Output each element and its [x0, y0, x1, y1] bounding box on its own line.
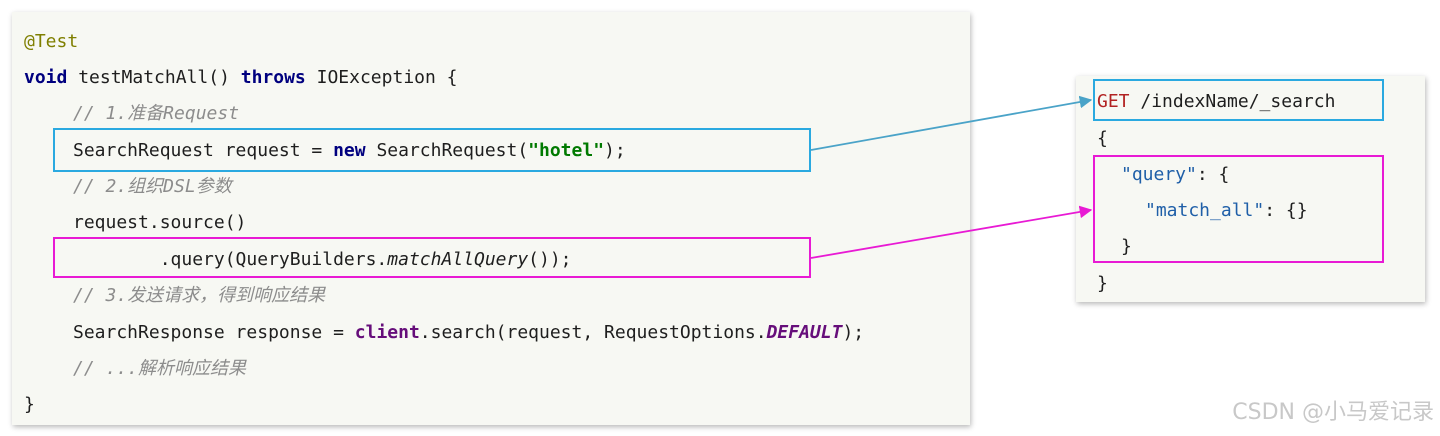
search-call: .search(request, RequestOptions. [419, 322, 767, 343]
get-request-highlight [1093, 79, 1384, 121]
statement-end: ); [842, 322, 865, 343]
search-request-ctor: SearchRequest( [365, 140, 529, 161]
search-request-highlight [53, 128, 811, 172]
request-path: /indexName/_search [1129, 91, 1336, 112]
csdn-watermark: CSDN @小马爱记录 [1232, 400, 1434, 425]
json-inner-close: } [1121, 236, 1132, 257]
throws-keyword: throws [240, 67, 306, 88]
query-open: : { [1196, 164, 1230, 185]
match-all-key: "match_all" [1145, 200, 1265, 221]
comment-prepare-request: // 1.准备Request [73, 103, 240, 124]
closing-brace: } [24, 394, 35, 415]
method-name: testMatchAll() [67, 67, 241, 88]
json-open-brace: { [1097, 128, 1108, 149]
comment-parse-response: // ...解析响应结果 [73, 358, 247, 379]
dsl-request-line: GET /indexName/_search [1097, 90, 1335, 114]
query-key: "query" [1121, 164, 1197, 185]
request-to-get-arrow [810, 95, 1093, 151]
search-response-line: SearchResponse response = client.search(… [73, 321, 864, 345]
comment-send-request: // 3.发送请求，得到响应结果 [73, 285, 326, 306]
http-method: GET [1097, 91, 1130, 112]
query-to-dsl-arrow [810, 205, 1093, 259]
search-request-line: SearchRequest request = new SearchReques… [73, 139, 626, 163]
search-response-decl: SearchResponse response = [73, 322, 355, 343]
method-signature: void testMatchAll() throws IOException { [24, 66, 458, 90]
dsl-request-panel [1076, 76, 1425, 302]
client-field: client [354, 322, 420, 343]
json-query-line: "query": { [1121, 163, 1229, 187]
exception-type: IOException { [305, 67, 458, 88]
json-close-brace: } [1097, 273, 1108, 294]
index-name-string: "hotel" [528, 140, 605, 161]
new-keyword: new [333, 140, 366, 161]
match-all-query-highlight [53, 237, 811, 278]
json-match-all-line: "match_all": {} [1145, 199, 1308, 223]
test-annotation: @Test [24, 31, 79, 52]
request-source-line: request.source() [73, 212, 247, 233]
match-all-query-line: .query(QueryBuilders.matchAllQuery()); [73, 248, 572, 272]
void-keyword: void [24, 67, 68, 88]
match-all-query-method: matchAllQuery [387, 249, 529, 270]
java-code-panel [12, 12, 970, 425]
statement-end: ()); [528, 249, 572, 270]
comment-build-dsl: // 2.组织DSL参数 [73, 176, 232, 197]
query-builders-call: .query(QueryBuilders. [73, 249, 388, 270]
match-all-value: : {} [1264, 200, 1308, 221]
query-dsl-highlight [1093, 155, 1384, 263]
statement-end: ); [604, 140, 626, 161]
default-constant: DEFAULT [766, 322, 843, 343]
search-request-decl: SearchRequest request = [73, 140, 334, 161]
